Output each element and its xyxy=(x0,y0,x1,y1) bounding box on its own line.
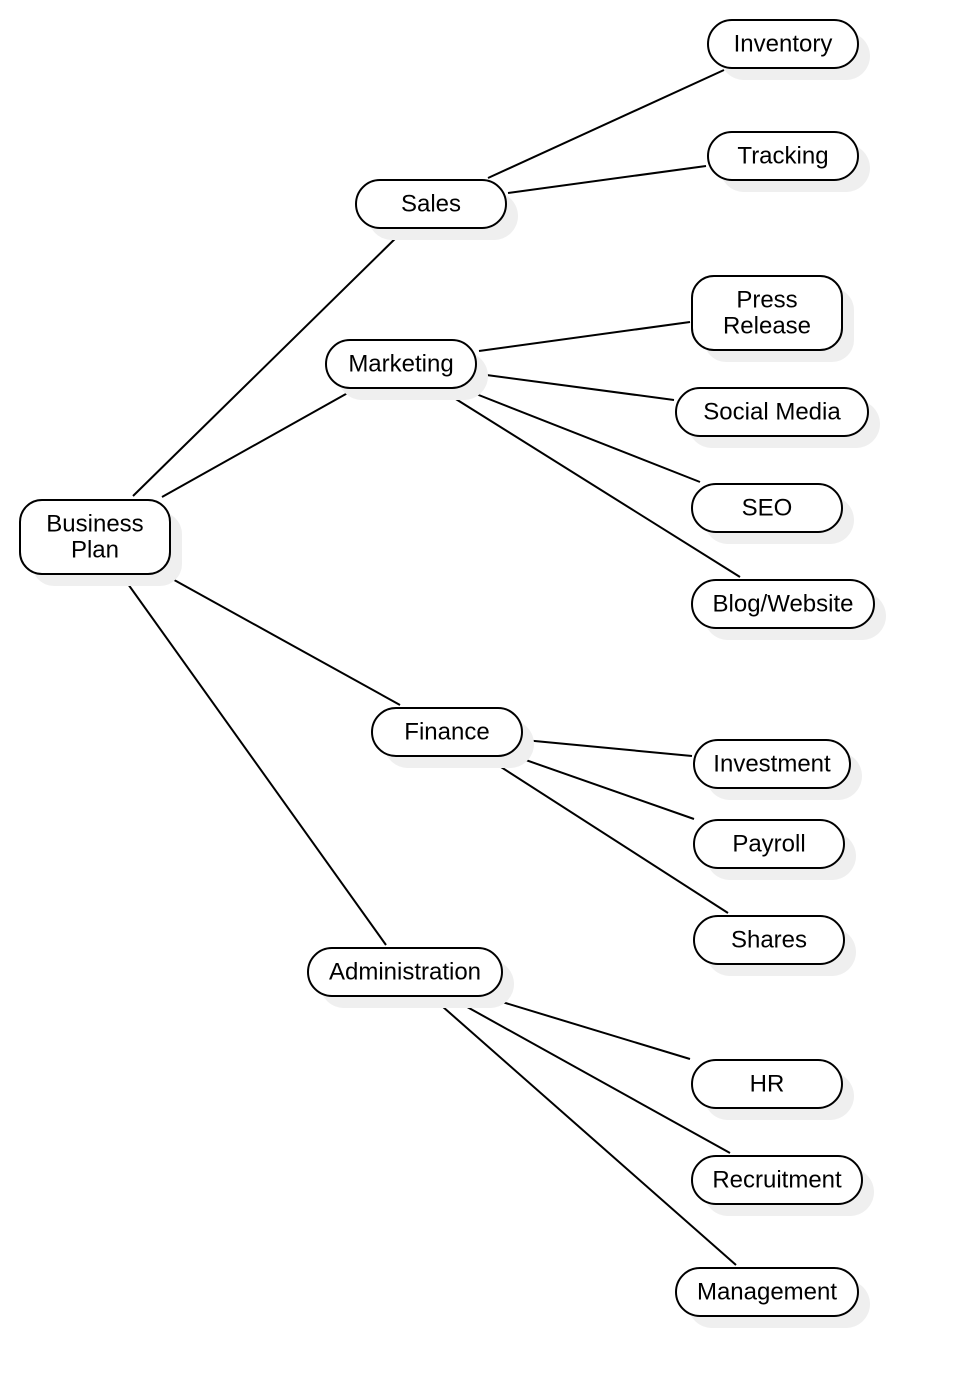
edge-sales-to-tracking xyxy=(507,165,707,194)
node-label: HR xyxy=(750,1071,785,1098)
node-label-line: Business xyxy=(46,511,143,538)
edge-administration-to-recruitment xyxy=(450,997,731,1154)
node-box[interactable] xyxy=(19,499,171,575)
node-shares[interactable]: Shares xyxy=(693,915,856,976)
node-box[interactable] xyxy=(691,275,843,351)
node-recruitment[interactable]: Recruitment xyxy=(691,1155,874,1216)
edge-administration-to-hr xyxy=(488,997,691,1060)
node-sales[interactable]: Sales xyxy=(355,179,518,240)
node-label: Marketing xyxy=(348,351,453,378)
node-label: Finance xyxy=(404,719,489,746)
node-box[interactable] xyxy=(691,1059,843,1109)
node-marketing[interactable]: Marketing xyxy=(325,339,488,400)
node-label: Management xyxy=(697,1279,837,1306)
edge-business-plan-to-marketing xyxy=(161,389,354,498)
node-box[interactable] xyxy=(707,131,859,181)
node-box[interactable] xyxy=(693,739,851,789)
edge-finance-to-investment xyxy=(523,739,693,757)
node-label-line: Release xyxy=(723,313,811,340)
node-label: Recruitment xyxy=(712,1167,842,1194)
edge-marketing-to-seo xyxy=(465,389,701,483)
edge-business-plan-to-sales xyxy=(132,229,405,497)
node-box[interactable] xyxy=(691,1155,863,1205)
edge-business-plan-to-administration xyxy=(122,576,387,946)
edge-sales-to-inventory xyxy=(487,69,725,179)
node-management[interactable]: Management xyxy=(675,1267,870,1328)
node-seo[interactable]: SEO xyxy=(691,483,854,544)
node-investment[interactable]: Investment xyxy=(693,739,862,800)
edge-finance-to-payroll xyxy=(519,757,695,820)
node-label: Blog/Website xyxy=(713,591,854,618)
node-administration[interactable]: Administration xyxy=(307,947,514,1008)
edge-marketing-to-blog-website xyxy=(442,390,741,578)
node-box[interactable] xyxy=(675,1267,859,1317)
node-label: SEO xyxy=(742,495,793,522)
node-label-line: Press xyxy=(736,287,797,314)
edge-finance-to-shares xyxy=(486,757,729,914)
node-box[interactable] xyxy=(693,819,845,869)
node-box[interactable] xyxy=(691,579,875,629)
edge-administration-to-management xyxy=(433,998,737,1266)
node-box[interactable] xyxy=(355,179,507,229)
node-payroll[interactable]: Payroll xyxy=(693,819,856,880)
node-inventory[interactable]: Inventory xyxy=(707,19,870,80)
node-finance[interactable]: Finance xyxy=(371,707,534,768)
node-label: Payroll xyxy=(732,831,805,858)
node-box[interactable] xyxy=(691,483,843,533)
node-box[interactable] xyxy=(707,19,859,69)
node-hr[interactable]: HR xyxy=(691,1059,854,1120)
node-tracking[interactable]: Tracking xyxy=(707,131,870,192)
node-label: Investment xyxy=(713,751,831,778)
node-label: Social Media xyxy=(703,399,841,426)
edge-marketing-to-social-media xyxy=(478,373,675,401)
edges-layer xyxy=(122,69,741,1266)
node-label: Shares xyxy=(731,927,807,954)
node-label: Tracking xyxy=(737,143,828,170)
edge-business-plan-to-finance xyxy=(166,575,401,706)
node-box[interactable] xyxy=(693,915,845,965)
node-social-media[interactable]: Social Media xyxy=(675,387,880,448)
node-label: Sales xyxy=(401,191,461,218)
node-box[interactable] xyxy=(325,339,477,389)
node-box[interactable] xyxy=(307,947,503,997)
node-box[interactable] xyxy=(371,707,523,757)
node-label-line: Plan xyxy=(71,537,119,564)
node-blog-website[interactable]: Blog/Website xyxy=(691,579,886,640)
edge-marketing-to-press-release xyxy=(478,321,691,352)
node-box[interactable] xyxy=(675,387,869,437)
node-label: Administration xyxy=(329,959,481,986)
node-label: Inventory xyxy=(734,31,833,58)
